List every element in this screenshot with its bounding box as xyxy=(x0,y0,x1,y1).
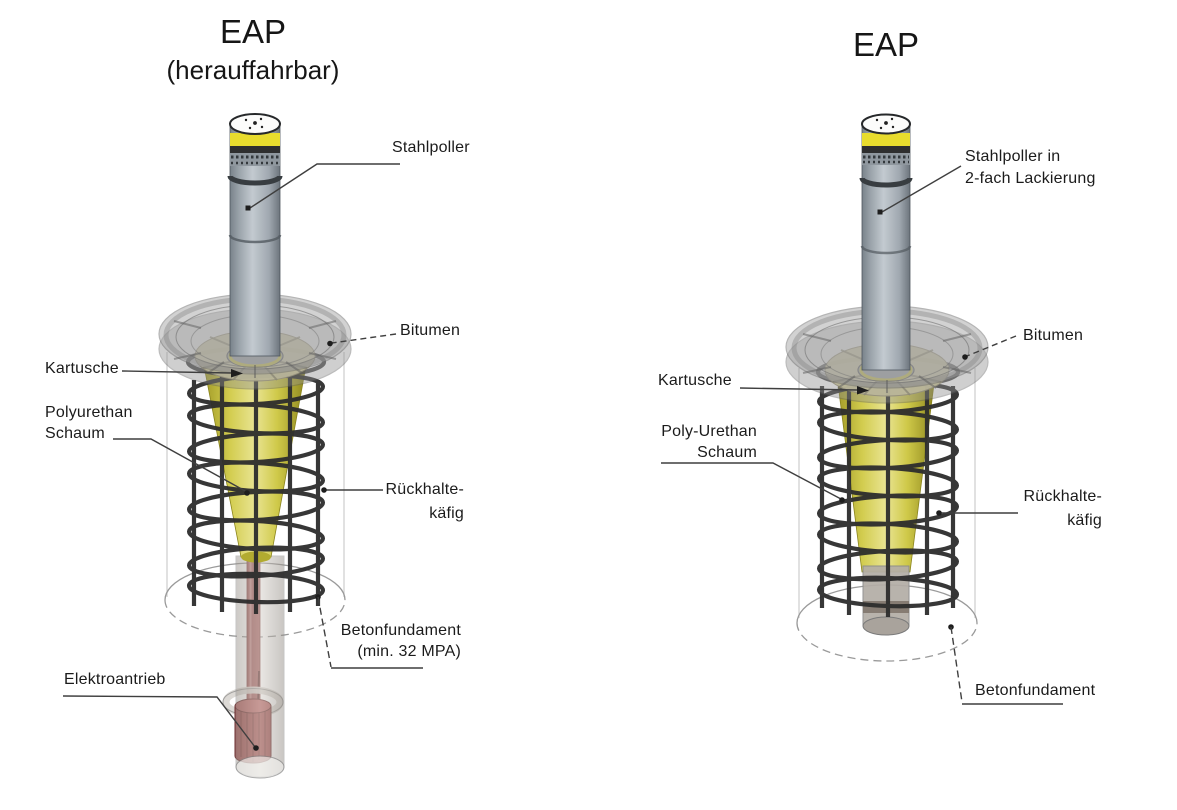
left-leader-lines xyxy=(62,163,423,751)
right-label-stahlpoller-line2: 2-fach Lackierung xyxy=(965,170,1096,187)
left-label-polyurethan-line2: Schaum xyxy=(45,425,105,442)
right-label-polyurethan-line1: Poly-Urethan xyxy=(661,423,757,440)
right-label-kartusche: Kartusche xyxy=(658,372,732,389)
right-label-betonfundament: Betonfundament xyxy=(975,682,1096,699)
left-label-polyurethan-schaum: Polyurethan Schaum xyxy=(45,402,133,444)
right-label-stahlpoller-line1: Stahlpoller in xyxy=(965,148,1061,165)
left-label-betonfundament-line2: (min. 32 MPA) xyxy=(357,643,461,660)
left-label-betonfundament-line1: Betonfundament xyxy=(340,622,461,639)
left-stahlpoller-graphic xyxy=(227,113,283,357)
right-label-polyurethan-line2: Schaum xyxy=(697,444,757,461)
left-label-elektroantrieb: Elektroantrieb xyxy=(64,671,166,688)
left-label-rueckhaltekaefig-line1: Rückhalte- xyxy=(385,481,464,498)
left-diagram-subtitle: (herauffahrbar) xyxy=(166,55,340,85)
right-diagram-title: EAP xyxy=(852,26,920,63)
left-label-betonfundament: Betonfundament (min. 32 MPA) xyxy=(321,620,461,662)
left-diagram-title: EAP xyxy=(219,13,287,50)
right-bollard-drawing xyxy=(785,113,989,662)
left-label-rueckhaltekaefig: Rückhalte- käfig xyxy=(383,478,464,526)
right-leader-lines xyxy=(661,165,1063,705)
left-label-stahlpoller: Stahlpoller xyxy=(392,139,470,156)
right-label-stahlpoller: Stahlpoller in 2-fach Lackierung xyxy=(965,146,1096,190)
right-label-rueckhaltekaefig-line1: Rückhalte- xyxy=(1023,488,1102,505)
left-bollard-drawing xyxy=(158,113,352,779)
left-label-kartusche: Kartusche xyxy=(45,360,119,377)
left-cage-graphic xyxy=(185,345,327,614)
right-label-polyurethan-schaum: Poly-Urethan Schaum xyxy=(627,421,757,463)
left-label-bitumen: Bitumen xyxy=(400,322,461,339)
right-cage-graphic xyxy=(815,355,961,617)
right-stahlpoller-graphic xyxy=(859,113,913,371)
right-label-rueckhaltekaefig: Rückhalte- käfig xyxy=(1021,485,1102,533)
left-label-rueckhaltekaefig-line2: käfig xyxy=(429,505,464,522)
left-label-polyurethan-line1: Polyurethan xyxy=(45,404,133,421)
right-label-rueckhaltekaefig-line2: käfig xyxy=(1067,512,1102,529)
right-label-bitumen: Bitumen xyxy=(1023,327,1084,344)
